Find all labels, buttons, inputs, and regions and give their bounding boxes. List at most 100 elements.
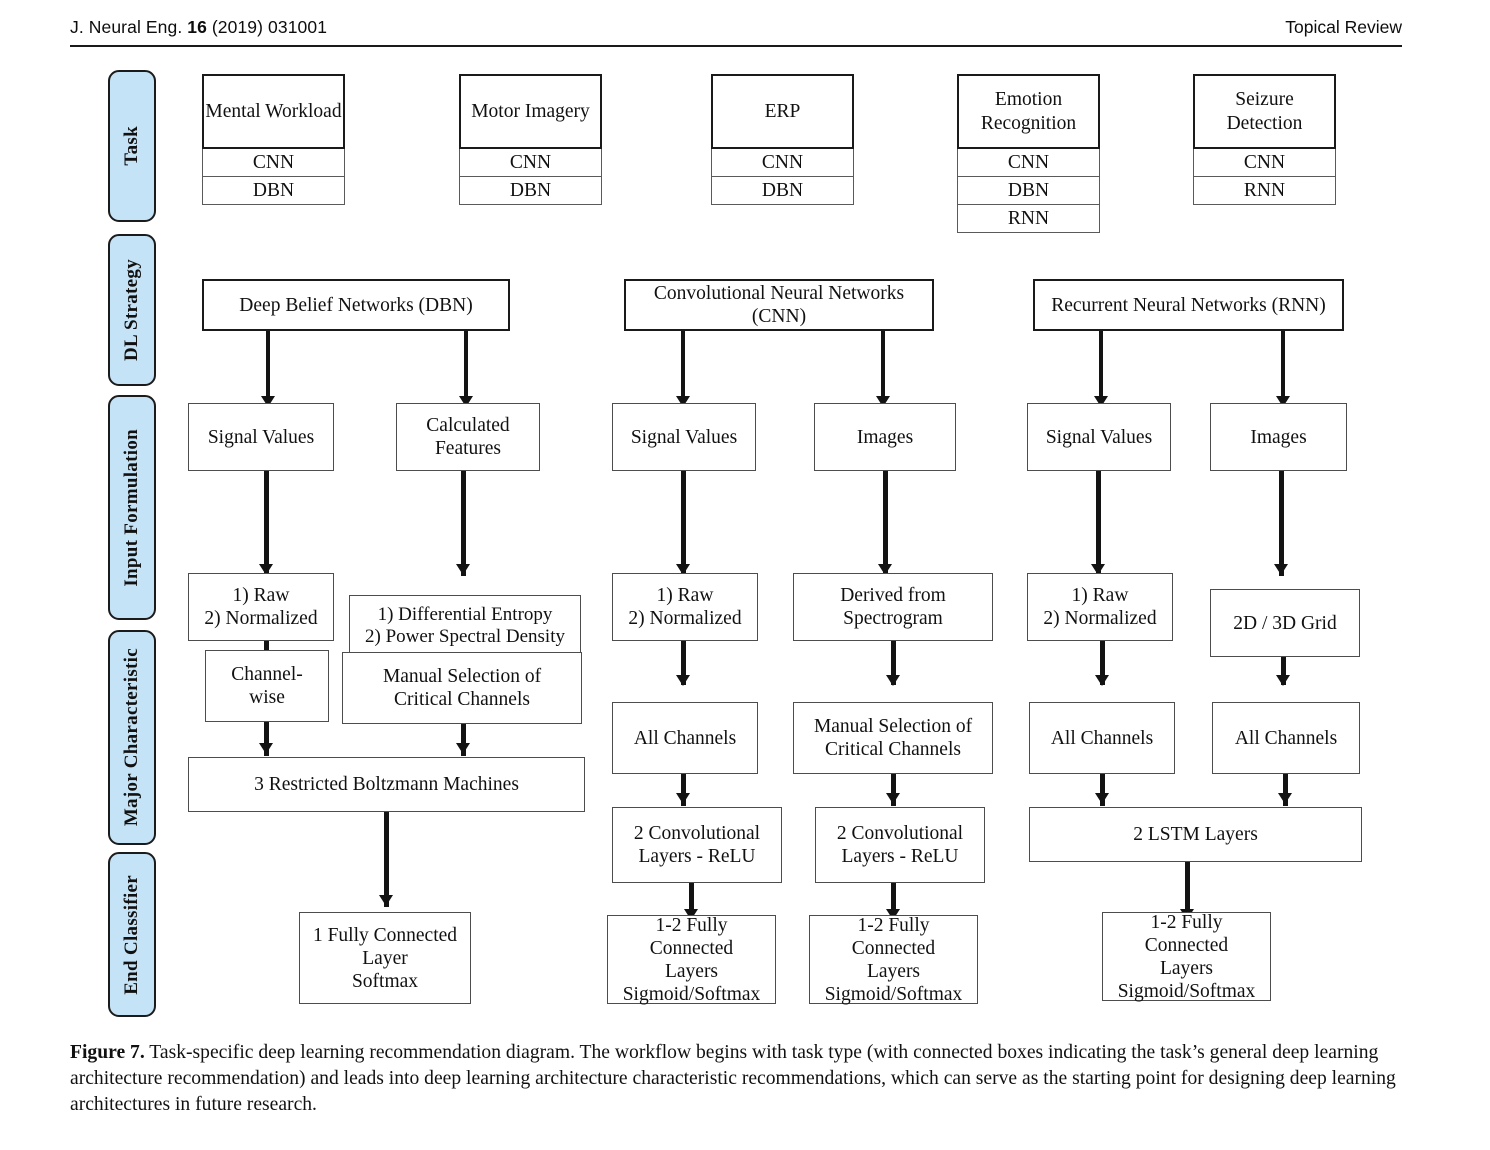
task-method[interactable]: CNN bbox=[957, 149, 1100, 177]
input-detail-dbn-calculated-features[interactable]: 1) Differential Entropy 2) Power Spectra… bbox=[349, 595, 581, 657]
arrowhead bbox=[458, 396, 473, 407]
figure-diagram: Task DL Strategy Input Formulation Major… bbox=[0, 52, 1490, 1027]
input-label-line1: Images bbox=[1250, 426, 1307, 448]
stage-label-dl-strategy-text: DL Strategy bbox=[121, 259, 142, 361]
connector-cnn-to-images bbox=[881, 331, 885, 408]
architecture-box-cnn-conv-2[interactable]: 2 Convolutional Layers - ReLU bbox=[815, 807, 985, 883]
input-detail-cnn-signal-values[interactable]: 1) Raw 2) Normalized bbox=[612, 573, 758, 641]
task-method[interactable]: DBN bbox=[459, 177, 602, 205]
task-method[interactable]: CNN bbox=[202, 149, 345, 177]
characteristic-line2: Critical Channels bbox=[825, 739, 961, 760]
classifier-line3: Sigmoid/Softmax bbox=[622, 983, 761, 1005]
task-method[interactable]: DBN bbox=[202, 177, 345, 205]
strategy-box-rnn[interactable]: Recurrent Neural Networks (RNN) bbox=[1033, 279, 1344, 331]
connector-all-channels-to-lstm-2 bbox=[1283, 774, 1288, 806]
stage-label-task: Task bbox=[108, 70, 156, 222]
journal-volume: 16 bbox=[187, 17, 207, 37]
input-box-rnn-signal-values[interactable]: Signal Values bbox=[1027, 403, 1171, 471]
task-name-line1: Mental bbox=[205, 100, 261, 122]
input-box-cnn-signal-values[interactable]: Signal Values bbox=[612, 403, 756, 471]
input-detail-line2: Spectrogram bbox=[843, 608, 943, 629]
task-name-line2: Recognition bbox=[980, 112, 1077, 134]
architecture-box-cnn-conv-1[interactable]: 2 Convolutional Layers - ReLU bbox=[612, 807, 782, 883]
arrowhead bbox=[886, 793, 900, 804]
task-method[interactable]: CNN bbox=[459, 149, 602, 177]
classifier-box-cnn-images[interactable]: 1-2 Fully Connected Layers Sigmoid/Softm… bbox=[809, 915, 978, 1005]
connector-conv2-to-fc bbox=[891, 883, 896, 921]
connector-signal-values-to-raw-normalized bbox=[264, 471, 269, 576]
characteristic-box-dbn-manual-selection[interactable]: Manual Selection of Critical Channels bbox=[342, 652, 582, 724]
characteristic-box-rnn-all-channels-images[interactable]: All Channels bbox=[1212, 702, 1360, 774]
arrowhead bbox=[875, 396, 890, 407]
input-detail-line1: 1) Raw bbox=[656, 585, 714, 606]
arrowhead bbox=[1276, 675, 1290, 686]
arrowhead bbox=[1274, 564, 1288, 575]
task-method[interactable]: RNN bbox=[1193, 177, 1336, 205]
arrowhead bbox=[1095, 793, 1109, 804]
classifier-line2: Layer bbox=[362, 947, 408, 969]
task-method-label: DBN bbox=[761, 179, 804, 201]
stage-label-input-formulation-text: Input Formulation bbox=[121, 428, 142, 587]
strategy-box-dbn[interactable]: Deep Belief Networks (DBN) bbox=[202, 279, 510, 331]
task-name: ERP bbox=[711, 74, 854, 149]
input-detail-dbn-signal-values[interactable]: 1) Raw 2) Normalized bbox=[188, 573, 334, 641]
stage-label-task-text: Task bbox=[121, 126, 142, 166]
stage-label-major-characteristic-text: Major Characteristic bbox=[121, 648, 142, 827]
input-box-dbn-signal-values[interactable]: Signal Values bbox=[188, 403, 334, 471]
input-detail-cnn-images[interactable]: Derived from Spectrogram bbox=[793, 573, 993, 641]
classifier-line3: Sigmoid/Softmax bbox=[1117, 980, 1256, 1002]
stage-label-major-characteristic: Major Characteristic bbox=[108, 630, 156, 845]
input-detail-rnn-signal-values[interactable]: 1) Raw 2) Normalized bbox=[1027, 573, 1173, 641]
task-card-mental-workload[interactable]: Mental Workload CNN DBN bbox=[202, 74, 345, 205]
task-method[interactable]: CNN bbox=[711, 149, 854, 177]
task-method[interactable]: DBN bbox=[711, 177, 854, 205]
architecture-box-rbm[interactable]: 3 Restricted Boltzmann Machines bbox=[188, 757, 585, 812]
task-name-line1: Emotion bbox=[994, 89, 1063, 111]
connector-rnn-images-to-grid bbox=[1279, 471, 1284, 576]
connector-dbn-to-signal-values bbox=[266, 331, 270, 408]
task-method-label: CNN bbox=[509, 151, 552, 173]
architecture-line1: 2 Convolutional bbox=[633, 823, 761, 844]
arrowhead bbox=[456, 564, 470, 575]
connector-rnn-signal-to-raw-normalized bbox=[1096, 471, 1101, 576]
arrowhead bbox=[886, 675, 900, 686]
classifier-line3: Sigmoid/Softmax bbox=[824, 983, 963, 1005]
connector-channelwise-to-rbm bbox=[264, 722, 269, 756]
characteristic-box-cnn-all-channels[interactable]: All Channels bbox=[612, 702, 758, 774]
input-box-cnn-images[interactable]: Images bbox=[814, 403, 956, 471]
connector-calculated-features-to-entropy bbox=[461, 471, 466, 576]
characteristic-box-channelwise[interactable]: Channel- wise bbox=[205, 650, 329, 722]
task-method[interactable]: RNN bbox=[957, 205, 1100, 233]
task-method-label: DBN bbox=[509, 179, 552, 201]
strategy-label: Deep Belief Networks (DBN) bbox=[239, 294, 473, 316]
classifier-line2: Layers bbox=[664, 960, 719, 982]
arrowhead bbox=[1095, 675, 1109, 686]
strategy-box-cnn[interactable]: Convolutional Neural Networks (CNN) bbox=[624, 279, 934, 331]
task-name-line1: ERP bbox=[764, 100, 801, 122]
task-card-seizure-detection[interactable]: Seizure Detection CNN RNN bbox=[1193, 74, 1336, 205]
architecture-line1: 3 Restricted Boltzmann Machines bbox=[254, 774, 519, 795]
task-card-erp[interactable]: ERP CNN DBN bbox=[711, 74, 854, 205]
arrowhead bbox=[676, 675, 690, 686]
input-box-rnn-images[interactable]: Images bbox=[1210, 403, 1347, 471]
classifier-box-rnn[interactable]: 1-2 Fully Connected Layers Sigmoid/Softm… bbox=[1102, 912, 1271, 1002]
characteristic-box-cnn-manual-selection[interactable]: Manual Selection of Critical Channels bbox=[793, 702, 993, 774]
classifier-line1: 1 Fully Connected bbox=[312, 924, 458, 946]
input-box-dbn-calculated-features[interactable]: Calculated Features bbox=[396, 403, 540, 471]
task-card-motor-imagery[interactable]: Motor Imagery CNN DBN bbox=[459, 74, 602, 205]
input-detail-rnn-images[interactable]: 2D / 3D Grid bbox=[1210, 589, 1360, 657]
task-method[interactable]: CNN bbox=[1193, 149, 1336, 177]
task-method[interactable]: DBN bbox=[957, 177, 1100, 205]
task-name: Seizure Detection bbox=[1193, 74, 1336, 149]
task-card-emotion-recognition[interactable]: Emotion Recognition CNN DBN RNN bbox=[957, 74, 1100, 233]
characteristic-box-rnn-all-channels-signal[interactable]: All Channels bbox=[1029, 702, 1175, 774]
task-name-line1: Seizure bbox=[1235, 89, 1294, 111]
classifier-line2: Layers bbox=[1159, 957, 1214, 979]
classifier-box-dbn[interactable]: 1 Fully Connected Layer Softmax bbox=[299, 912, 471, 1004]
architecture-box-lstm[interactable]: 2 LSTM Layers bbox=[1029, 807, 1362, 862]
classifier-box-cnn-signal[interactable]: 1-2 Fully Connected Layers Sigmoid/Softm… bbox=[607, 915, 776, 1005]
input-label-line1: Images bbox=[856, 426, 914, 448]
stage-label-dl-strategy: DL Strategy bbox=[108, 234, 156, 386]
journal-issue: (2019) 031001 bbox=[206, 17, 328, 37]
figure-number: Figure 7. bbox=[70, 1042, 145, 1063]
